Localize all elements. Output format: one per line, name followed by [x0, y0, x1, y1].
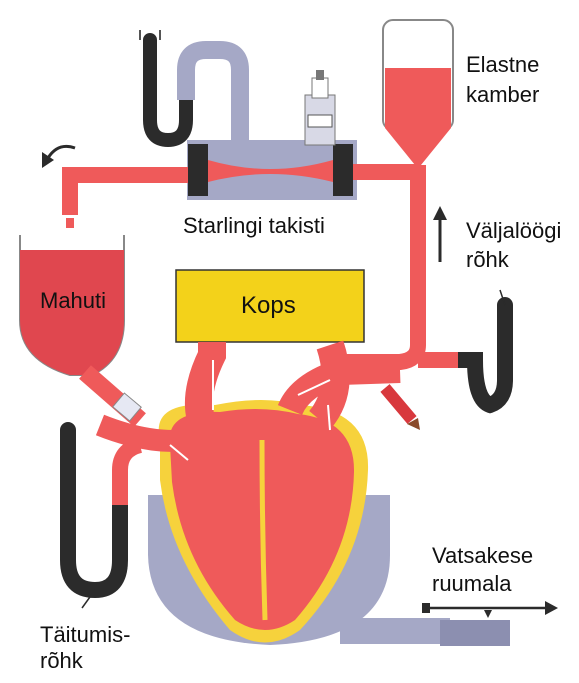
reservoir-label: Mahuti [40, 288, 106, 314]
volume-arrow-head [545, 601, 558, 615]
starling-resistor-label: Starlingi takisti [183, 213, 325, 239]
filling-pressure-label-line1: Täitumis- [40, 622, 130, 648]
filling-pressure-manometer [68, 430, 140, 608]
ejection-pressure-label-line1: Väljalöögi [466, 218, 561, 244]
flow-arrow-topleft [48, 146, 75, 158]
volume-pointer [484, 610, 492, 618]
filling-pressure-label-line2: rõhk [40, 648, 83, 674]
starling-resistor [187, 70, 357, 200]
reservoir [20, 235, 141, 421]
elastic-chamber [383, 20, 453, 165]
ventricle-volume-label-line2: ruumala [432, 571, 511, 597]
ventricle-volume-label-line1: Vatsakese [432, 543, 533, 569]
elastic-chamber-label-line1: Elastne [466, 52, 539, 78]
upward-arrow-head [433, 206, 447, 220]
volume-piston [440, 620, 510, 646]
top-left-manometer [140, 30, 240, 150]
drip [66, 218, 74, 228]
ejection-pressure-label-line2: rõhk [466, 247, 509, 273]
housing-outlet [340, 618, 450, 644]
ejection-pressure-manometer [418, 290, 505, 405]
elastic-chamber-label-line2: kamber [466, 82, 539, 108]
volume-marker [422, 603, 430, 613]
lung-label: Kops [241, 293, 296, 319]
